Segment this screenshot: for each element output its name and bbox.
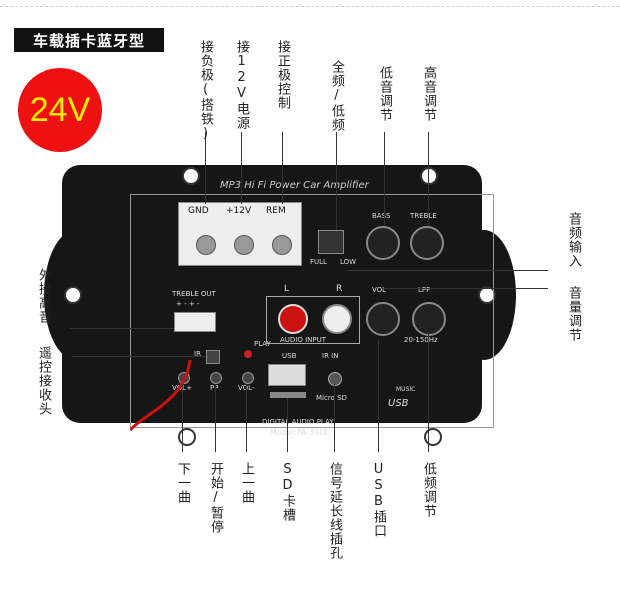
bass-knob[interactable] (366, 226, 400, 260)
callout-full-low: 全频/低频 (329, 60, 344, 132)
callout-audio-input: 音频输入 (566, 212, 581, 268)
brand-label: MP3 Hi Fi Power Car Amplifier (220, 180, 369, 191)
callout-treble: 高音调节 (421, 66, 436, 122)
red-wire (130, 360, 192, 432)
ir-in-jack[interactable] (328, 372, 342, 386)
audio-input-frame (266, 296, 360, 344)
lpf-knob[interactable] (412, 302, 446, 336)
bass-label: BASS (372, 212, 391, 220)
terminal-gnd-label: GND (188, 206, 209, 216)
bottom-right-mount-hole (424, 428, 442, 446)
ir-label: IR (194, 350, 201, 358)
left-rca-jack[interactable] (278, 304, 308, 334)
callout-next: 下一曲 (175, 462, 190, 504)
audio-input-label: AUDIO INPUT (280, 336, 327, 344)
callout-prev: 上一曲 (239, 462, 254, 504)
terminal-rem-label: REM (266, 206, 286, 216)
right-rca-jack[interactable] (322, 304, 352, 334)
treble-label: TREBLE (410, 212, 437, 220)
right-channel-label: R (336, 284, 343, 294)
full-label: FULL (310, 258, 327, 266)
callout-usb: USB插口 (371, 462, 386, 538)
left-channel-label: L (284, 284, 290, 294)
play-led (244, 350, 252, 358)
music-logo: MUSIC (396, 386, 416, 393)
lpf-label: LPF (418, 286, 431, 294)
treble-out-pins: + - + - (176, 300, 200, 308)
callout-ir-receiver: 遥控接收头 (36, 346, 51, 416)
lpf-range-label: 20-150Hz (404, 336, 438, 344)
usb-port[interactable] (268, 364, 306, 386)
rem-terminal-screw[interactable] (272, 235, 292, 255)
right-mount-hole (478, 286, 496, 304)
play-pause-button[interactable] (210, 372, 222, 384)
callout-signal-jack: 信号延长线插孔 (327, 462, 342, 560)
callout-treble-out: 外接高音 (36, 268, 51, 324)
low-label: LOW (340, 258, 357, 266)
callout-rem: 接正极控制 (275, 40, 290, 110)
play-label: PLAY (254, 340, 271, 348)
vol-plus-label: VOL+ (172, 384, 192, 392)
usb-label: USB (282, 352, 297, 360)
volume-knob[interactable] (366, 302, 400, 336)
callout-lpf: 低频调节 (421, 462, 436, 518)
gnd-terminal-screw[interactable] (196, 235, 216, 255)
usb-logo: USB (388, 398, 409, 409)
top-left-mount-hole (182, 167, 200, 185)
treble-out-label: TREBLE OUT (172, 290, 216, 298)
micro-sd-label: Micro SD (316, 394, 347, 402)
voltage-badge: 24V (18, 68, 102, 152)
vol-label: VOL (372, 286, 387, 294)
callout-bass: 低音调节 (377, 66, 392, 122)
pp-label: PP (210, 384, 218, 392)
callout-12v: 接12V电源 (234, 40, 249, 130)
callout-play-pause: 开始/暂停 (208, 462, 223, 534)
full-low-switch[interactable] (318, 230, 344, 254)
treble-out-connector[interactable] (174, 312, 216, 332)
terminal-12v-label: +12V (226, 206, 252, 216)
digital-audio-label: DIGITAL AUDIO PLAY (262, 418, 334, 426)
prev-button[interactable] (242, 372, 254, 384)
callout-volume: 音量调节 (566, 286, 581, 342)
12v-terminal-screw[interactable] (234, 235, 254, 255)
callout-sd-slot: SD卡槽 (280, 462, 295, 522)
terminal-block (178, 202, 302, 266)
left-mount-hole (64, 286, 82, 304)
ir-receiver (206, 350, 220, 364)
top-right-mount-hole (420, 167, 438, 185)
top-dashed-divider (0, 6, 620, 7)
callout-gnd: 接负极(搭铁) (198, 40, 213, 142)
product-title: 车载插卡蓝牙型 (14, 28, 164, 52)
ir-in-label: IR IN (322, 352, 339, 360)
treble-knob[interactable] (410, 226, 444, 260)
panel-frame (130, 194, 494, 428)
micro-sd-slot[interactable] (270, 392, 306, 398)
model-label: Model:PA-390E (270, 428, 330, 437)
